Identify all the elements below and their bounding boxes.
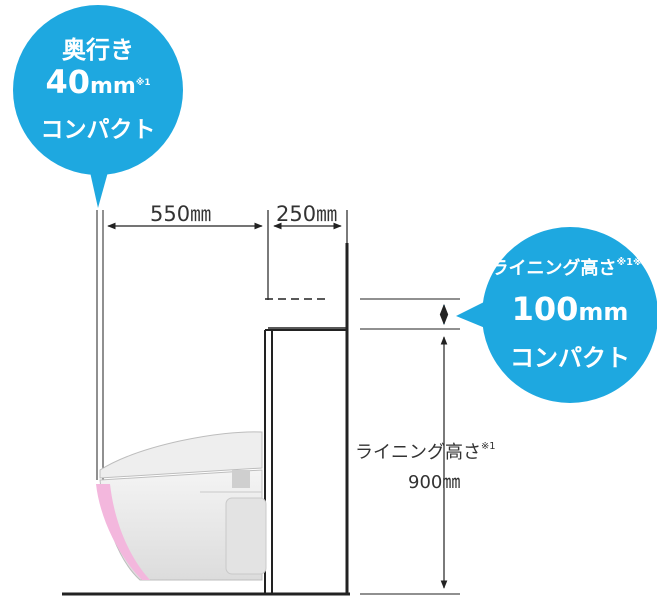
depth-highlight-pink <box>96 484 150 580</box>
left-bubble-unit: mm <box>89 74 136 99</box>
left-bubble-note: ※1 <box>135 78 151 89</box>
left-bubble-line2: 40mm※1 <box>28 63 168 101</box>
height-label: ライニング高さ <box>355 442 481 463</box>
right-bubble-line2: 100mm <box>488 290 652 328</box>
height-900-label: 900㎜ <box>408 472 461 493</box>
lining-250-label: 250㎜ <box>276 202 338 226</box>
lining-cabinet <box>264 329 347 594</box>
height-label-wrap: ライニング高さ※1 <box>355 438 496 464</box>
left-bubble-value: 40 <box>45 63 90 101</box>
right-bubble-value: 100 <box>511 290 579 328</box>
depth-550-label: 550㎜ <box>150 202 212 226</box>
right-bubble-note: ※1※2 <box>616 257 650 269</box>
right-callout-bubble <box>456 227 657 403</box>
right-bubble-line3: コンパクト <box>510 344 630 372</box>
right-bubble-unit: mm <box>578 298 629 326</box>
toilet-illustration <box>96 431 267 581</box>
left-bubble-line1: 奥行き <box>62 36 134 64</box>
height-note: ※1 <box>481 441 496 453</box>
right-bubble-title: ライニング高さ <box>490 258 617 279</box>
left-callout-bubble <box>13 5 183 208</box>
right-bubble-line1: ライニング高さ※1※2 <box>488 254 652 280</box>
left-bubble-line3: コンパクト <box>40 117 156 143</box>
